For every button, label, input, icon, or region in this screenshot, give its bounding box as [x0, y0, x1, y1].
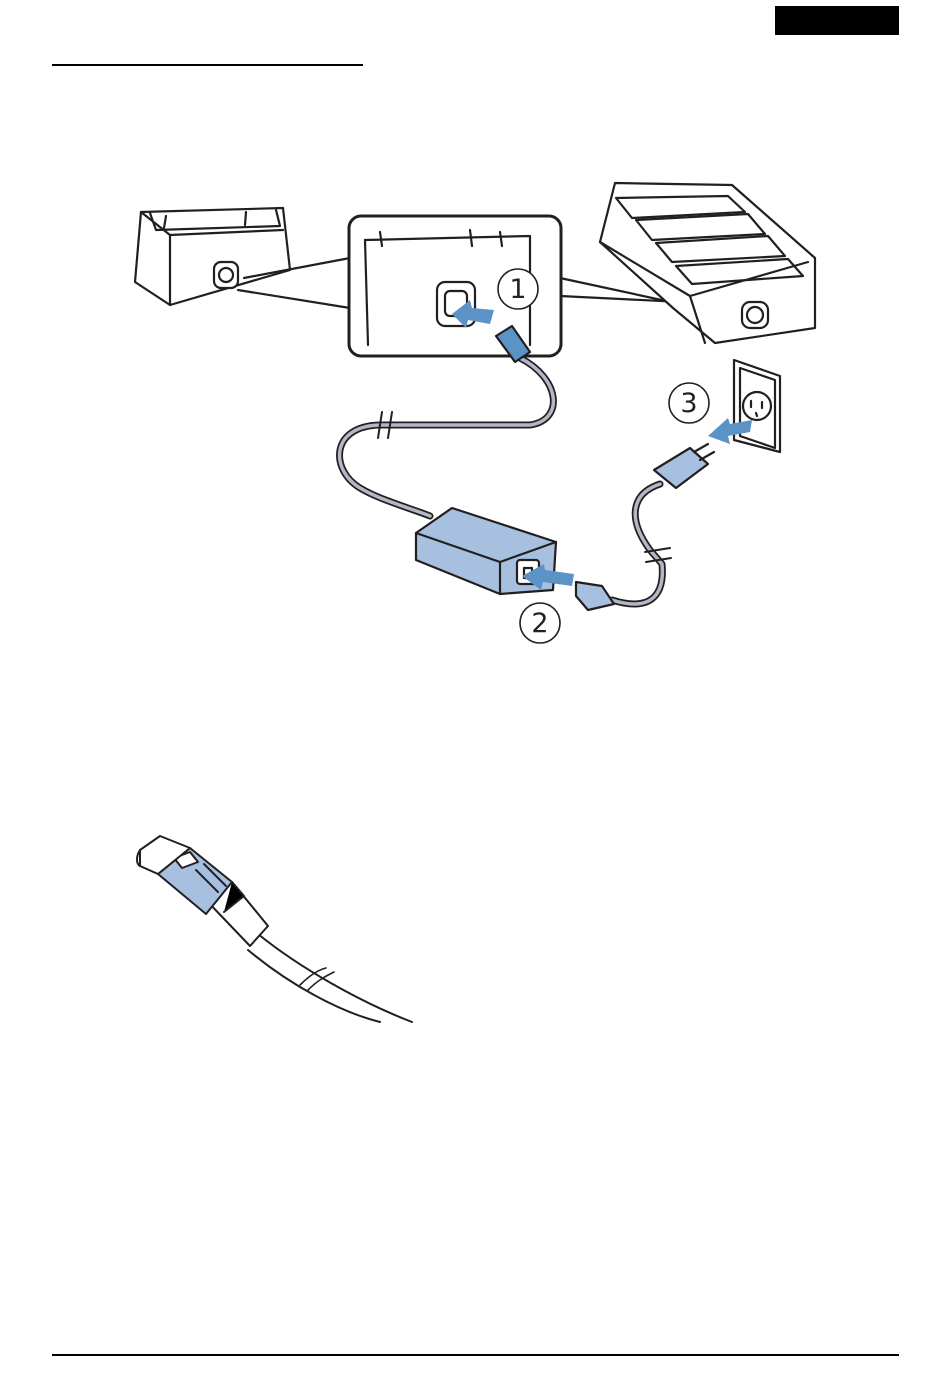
dc-plug-illustration — [0, 0, 950, 1100]
footer-rule — [52, 1354, 899, 1356]
